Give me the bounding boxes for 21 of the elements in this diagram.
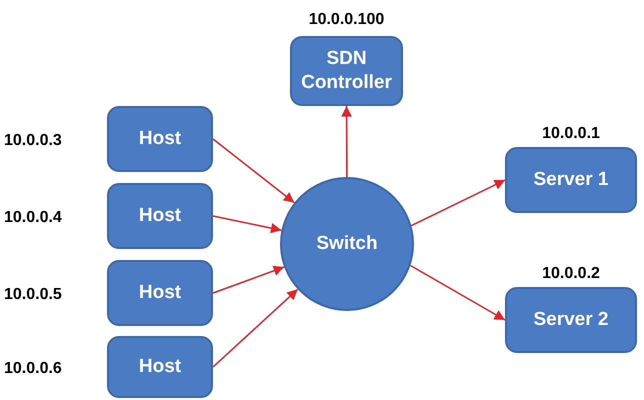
device-box: Host [107,106,213,172]
arrow [212,138,295,204]
arrow [212,288,298,368]
ip-label: 10.0.0.6 [4,359,63,379]
arrow [212,215,282,234]
ip-label: 10.0.0.4 [4,208,63,228]
device-box: Host [107,260,213,326]
ip-label: 10.0.0.2 [541,264,601,284]
device-box: Server 2 [505,287,637,353]
device-box: SDN Controller [290,36,403,106]
ip-label: 10.0.0.5 [4,285,63,305]
ip-label: 10.0.0.1 [541,124,601,144]
device-box: Host [107,183,213,249]
ip-label: 10.0.0.3 [4,131,63,151]
arrow [341,106,352,177]
arrow [410,264,506,321]
ip-label: 10.0.0.100 [308,10,386,30]
arrow [212,266,284,294]
device-box: Server 1 [505,147,637,213]
arrow [411,179,506,226]
device-box: Host [107,336,213,398]
